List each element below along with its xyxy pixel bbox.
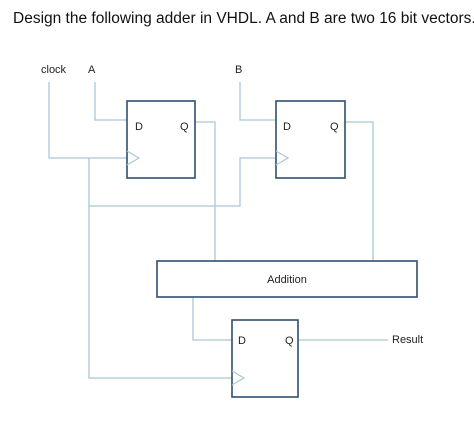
clock-input-label: clock: [41, 64, 67, 76]
clock-triangle-icon: [126, 150, 141, 166]
ff-a-d-label: D: [135, 121, 143, 133]
question-text: Design the following adder in VHDL. A an…: [13, 10, 474, 27]
wire-clock-to-ff2-clk: [88, 157, 276, 207]
flipflop-a: D Q: [126, 100, 196, 179]
ff-a-q-label: Q: [180, 121, 189, 133]
adder-block: Addition: [156, 260, 418, 298]
clock-triangle-icon: [231, 370, 246, 386]
ff-b-q-label: Q: [330, 121, 339, 133]
flipflop-out: D Q: [231, 319, 299, 398]
wire-adder-to-ff3-d: [192, 297, 232, 341]
adder-label: Addition: [267, 274, 307, 286]
ff-out-q-label: Q: [285, 335, 294, 347]
result-output-label: Result: [392, 334, 423, 346]
wire-ff1-q-to-adder: [195, 121, 216, 261]
ff-out-d-label: D: [238, 335, 246, 347]
flipflop-b: D Q: [275, 100, 346, 179]
b-input-label: B: [235, 64, 242, 76]
wire-clock-to-ff1-clk: [48, 82, 127, 159]
a-input-label: A: [88, 64, 96, 76]
wire-clock-to-ff3-clk: [88, 206, 232, 379]
wires: [48, 82, 388, 379]
wire-b-to-ff2-d: [239, 82, 276, 121]
ff-b-d-label: D: [283, 121, 291, 133]
wire-ff2-q-to-adder: [345, 121, 374, 261]
clock-triangle-icon: [275, 150, 290, 166]
wire-a-to-ff1-d: [94, 82, 127, 121]
